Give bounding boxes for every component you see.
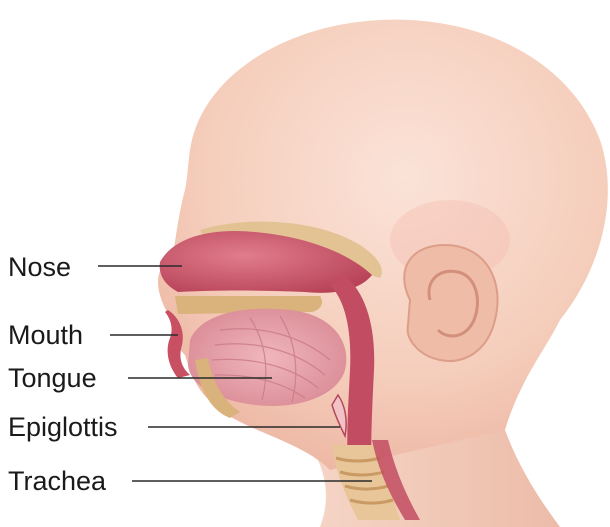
label-trachea: Trachea: [8, 466, 107, 496]
label-tongue: Tongue: [8, 363, 97, 393]
label-epiglottis: Epiglottis: [8, 412, 118, 442]
ear-outer: [404, 245, 497, 361]
ear: [404, 245, 497, 361]
label-nose: Nose: [8, 252, 71, 282]
label-mouth: Mouth: [8, 320, 83, 350]
